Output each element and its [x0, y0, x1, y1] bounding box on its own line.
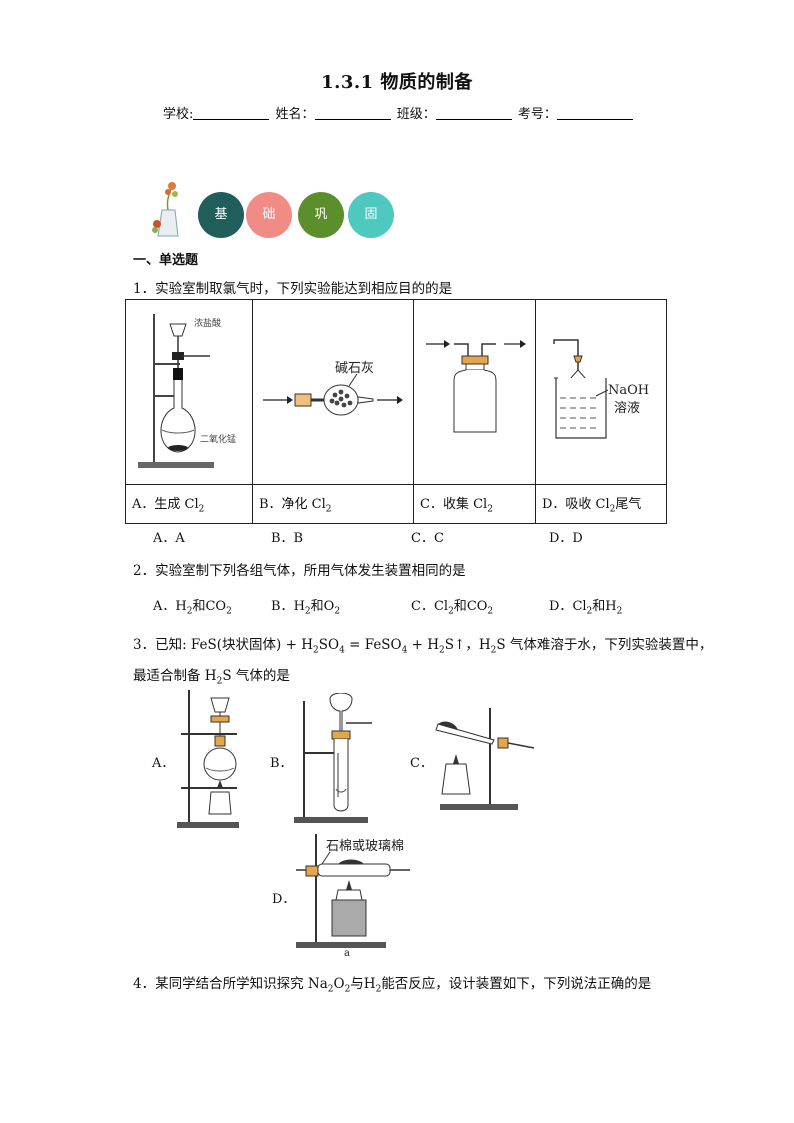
q1-fig-b-drying-tube: 碱石灰 [263, 361, 403, 416]
page-title: 1.3.1 物质的制备 [321, 72, 473, 93]
solution-label: 溶液 [614, 401, 640, 416]
q1-fig-c-cell [413, 299, 536, 485]
badge-1: 基 [198, 192, 244, 238]
badge-2: 础 [246, 192, 292, 238]
q1-fig-a-generator: 浓盐酸 二氧化锰 [138, 314, 236, 468]
class-label: 班级： [396, 107, 436, 122]
q3-fig-a-apparatus [177, 690, 239, 828]
q2-option-d[interactable]: D．Cl2和H2 [549, 599, 623, 617]
q2-option-b[interactable]: B．H2和O2 [271, 599, 341, 617]
class-blank[interactable] [435, 107, 512, 120]
section-title: 一、单选题 [133, 253, 199, 268]
conc-hcl-label: 浓盐酸 [194, 317, 221, 329]
badge-4: 固 [348, 192, 394, 238]
q1-option-a[interactable]: A．A [153, 531, 185, 546]
q3-fig-b-apparatus [294, 693, 372, 823]
d-caption-a: a [344, 948, 350, 958]
q1-option-c[interactable]: C．C [411, 531, 444, 546]
q1-caption-c: C．收集 Cl2 [413, 484, 536, 524]
q1-option-b[interactable]: B．B [271, 531, 304, 546]
asbestos-label: 石棉或玻璃棉 [326, 839, 404, 854]
q1-caption-d: D．吸收 Cl2尾气 [535, 484, 667, 524]
q2-option-c[interactable]: C．Cl2和CO2 [411, 599, 494, 617]
q1-fig-d-cell: NaOH 溶液 [535, 299, 667, 485]
q1-fig-c-gas-bottle [426, 340, 526, 433]
q1-fig-a-cell: 浓盐酸 二氧化锰 [125, 299, 253, 485]
plant-vase-decoration [152, 182, 179, 237]
mno2-label: 二氧化锰 [200, 433, 236, 445]
q1-caption-a: A．生成 Cl2 [125, 484, 253, 524]
q3-label-a[interactable]: A． [152, 756, 175, 771]
q3-stem-line1: 3．已知: FeS(块状固体) + H2SO4 = FeSO4 + H2S↑，H… [133, 637, 713, 656]
q3-fig-c-apparatus [435, 708, 535, 810]
id-blank[interactable] [556, 107, 633, 120]
school-blank[interactable] [193, 107, 270, 120]
q3-label-c[interactable]: C． [410, 756, 433, 771]
badge-3: 巩 [298, 192, 344, 238]
q3-label-b[interactable]: B． [270, 756, 293, 771]
q2-option-a[interactable]: A．H2和CO2 [153, 599, 232, 617]
name-label: 姓名： [275, 107, 315, 122]
q3-stem-line2: 最适合制备 H2S 气体的是 [133, 668, 290, 687]
name-blank[interactable] [314, 107, 391, 120]
q1-stem: 1．实验室制取氯气时，下列实验能达到相应目的的是 [133, 281, 453, 297]
q3-fig-d-apparatus: 石棉或玻璃棉 a [296, 834, 410, 958]
naoh-label: NaOH [608, 383, 649, 398]
q2-stem: 2．实验室制下列各组气体，所用气体发生装置相同的是 [133, 563, 466, 579]
q1-option-d[interactable]: D．D [549, 531, 583, 546]
q1-caption-b: B．净化 Cl2 [252, 484, 414, 524]
soda-lime-label: 碱石灰 [335, 361, 374, 376]
student-info-line: 学校: 姓名： 班级： 考号： [163, 103, 635, 122]
q1-fig-d-absorber: NaOH 溶液 [553, 339, 649, 439]
q3-label-d[interactable]: D． [272, 892, 296, 907]
id-label: 考号： [517, 107, 557, 122]
q4-stem: 4．某同学结合所学知识探究 Na2O2与H2能否反应，设计装置如下，下列说法正确… [133, 976, 652, 995]
q1-figure-table: 浓盐酸 二氧化锰 碱石灰 [125, 299, 667, 524]
school-label: 学校: [163, 107, 194, 122]
q1-fig-b-cell: 碱石灰 [252, 299, 414, 485]
